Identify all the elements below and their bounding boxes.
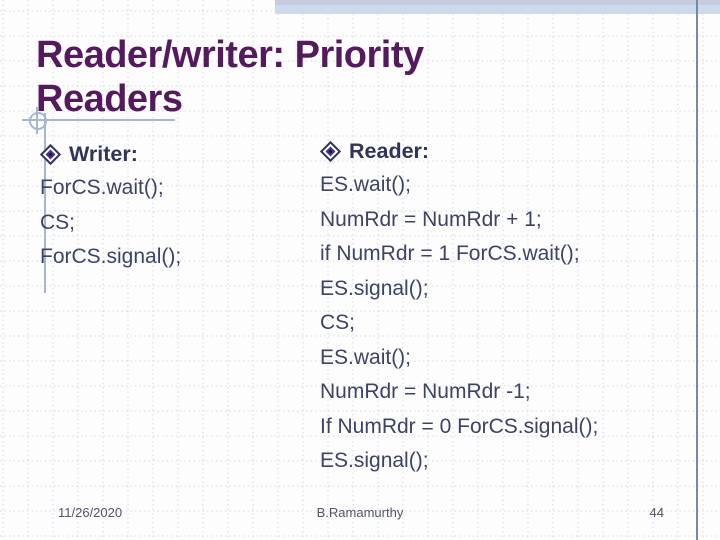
- code-line: CS;: [40, 210, 76, 234]
- reader-header-label: Reader:: [349, 139, 430, 163]
- footer-author: B.Ramamurthy: [316, 505, 404, 520]
- title-underline: [22, 119, 175, 121]
- code-line: ES.signal();: [320, 276, 429, 300]
- code-line: CS;: [320, 311, 356, 334]
- diamond-bullet-icon: [39, 143, 62, 165]
- compass-circle-icon: [29, 112, 47, 130]
- code-line: ES.wait();: [320, 173, 412, 196]
- code-line: ForCS.wait();: [40, 176, 164, 199]
- writer-column: Writer: ForCS.wait(); CS; ForCS.signal()…: [39, 137, 182, 275]
- diamond-bullet-icon: [319, 140, 342, 162]
- code-line: ES.signal();: [320, 449, 429, 472]
- left-vertical-rule: [44, 113, 46, 293]
- slide-footer: 11/26/2020 B.Ramamurthy 44: [0, 505, 720, 527]
- code-line: if NumRdr = 1 ForCS.wait();: [320, 242, 580, 265]
- slide-title: Reader/writer: Priority Readers: [36, 34, 424, 121]
- slide-number: 44: [649, 505, 664, 520]
- writer-header: Writer:: [39, 137, 181, 171]
- code-line: NumRdr = NumRdr -1;: [320, 380, 531, 403]
- diamond-bullet-core: [325, 146, 336, 156]
- writer-header-label: Writer:: [69, 142, 138, 166]
- code-line: If NumRdr = 0 ForCS.signal();: [320, 414, 599, 438]
- code-line: ES.wait();: [320, 345, 412, 369]
- reader-column: Reader: ES.wait(); NumRdr = NumRdr + 1; …: [319, 134, 599, 479]
- reader-header: Reader:: [319, 134, 598, 168]
- right-edge-line: [696, 0, 698, 540]
- code-line: ForCS.signal();: [40, 245, 182, 268]
- footer-date: 11/26/2020: [58, 505, 123, 520]
- diamond-bullet-core: [45, 149, 56, 159]
- top-decorative-band: [275, 0, 720, 14]
- code-line: NumRdr = NumRdr + 1;: [320, 207, 542, 231]
